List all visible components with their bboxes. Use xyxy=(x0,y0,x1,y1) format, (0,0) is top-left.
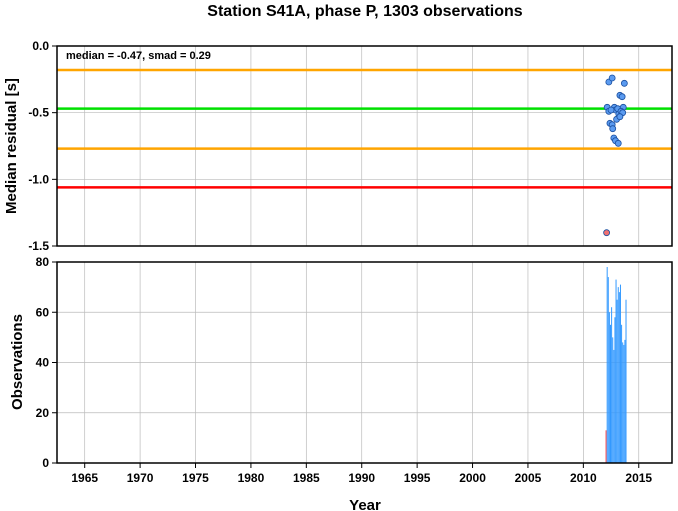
observation-bar xyxy=(606,267,608,463)
observation-bar xyxy=(614,317,616,463)
residual-gridlines xyxy=(57,45,672,247)
residual-point xyxy=(614,139,622,147)
residual-y-tick-label: -0.5 xyxy=(28,106,49,120)
residual-y-tick-label: 0.0 xyxy=(32,39,49,53)
observation-bar xyxy=(611,307,613,463)
chart-title: Station S41A, phase P, 1303 observations xyxy=(207,3,522,20)
residual-point xyxy=(608,74,616,82)
observation-bar xyxy=(625,299,627,463)
residual-y-tick-label: -1.5 xyxy=(28,239,49,253)
observation-bar xyxy=(615,279,617,463)
x-tick-label: 2000 xyxy=(459,471,486,485)
residual-points xyxy=(603,74,628,237)
observation-bar xyxy=(622,342,624,463)
residual-panel: 0.0 -0.5 -1.0 -1.5 median = -0.47, smad = 0… xyxy=(3,39,673,253)
observations-bars xyxy=(605,267,627,463)
residual-point xyxy=(620,79,628,87)
observation-bar xyxy=(613,349,615,463)
observation-bar xyxy=(617,287,619,463)
residual-y-axis-label: Median residual [s] xyxy=(3,78,20,214)
observation-bar xyxy=(619,284,621,463)
observation-bar xyxy=(624,339,626,463)
residual-y-ticks: 0.0 -0.5 -1.0 -1.5 xyxy=(28,39,57,253)
residual-point xyxy=(603,229,611,237)
x-tick-label: 1995 xyxy=(404,471,431,485)
observations-y-ticks: 0 20 40 60 80 xyxy=(36,255,57,470)
x-tick-label: 1990 xyxy=(348,471,375,485)
observation-bar xyxy=(605,430,607,463)
observation-bar xyxy=(623,344,625,463)
residual-plot-frame xyxy=(56,45,673,247)
median-smad-annotation: median = -0.47, smad = 0.29 xyxy=(66,50,211,62)
x-tick-label: 2005 xyxy=(515,471,542,485)
observations-gridlines xyxy=(57,261,672,464)
residual-point xyxy=(607,106,615,114)
observations-y-axis-label: Observations xyxy=(9,314,26,410)
observations-panel: 0 20 40 60 80 1965 1970 1975 1980 1985 1990 1995 20… xyxy=(9,255,673,511)
observations-y-tick-label: 40 xyxy=(36,356,50,370)
residual-reference-lines xyxy=(57,68,672,189)
residual-point xyxy=(609,125,617,133)
observation-bar xyxy=(610,324,611,463)
observation-bar xyxy=(616,299,618,463)
observation-bar xyxy=(607,277,609,463)
x-tick-label: 1985 xyxy=(293,471,320,485)
x-tick-label: 1965 xyxy=(71,471,98,485)
observations-y-tick-label: 0 xyxy=(42,456,49,470)
residual-point xyxy=(616,113,624,121)
x-tick-label: 1970 xyxy=(127,471,154,485)
observation-bar xyxy=(621,324,623,463)
residual-y-tick-label: -1.0 xyxy=(28,172,49,186)
observation-bar xyxy=(608,312,610,463)
x-tick-label: 2010 xyxy=(570,471,597,485)
observations-y-tick-label: 60 xyxy=(36,305,50,319)
residual-point xyxy=(618,93,626,101)
x-tick-label: 1980 xyxy=(238,471,265,485)
year-x-axis-label: Year xyxy=(349,497,381,511)
observations-y-tick-label: 80 xyxy=(36,255,50,269)
observations-y-tick-label: 20 xyxy=(36,406,50,420)
year-x-ticks: 1965 1970 1975 1980 1985 1990 1995 2000 2005 2010… xyxy=(71,463,652,485)
x-tick-label: 2015 xyxy=(625,471,652,485)
observation-bar xyxy=(618,292,620,463)
x-tick-label: 1975 xyxy=(182,471,209,485)
observation-bar xyxy=(612,337,614,463)
